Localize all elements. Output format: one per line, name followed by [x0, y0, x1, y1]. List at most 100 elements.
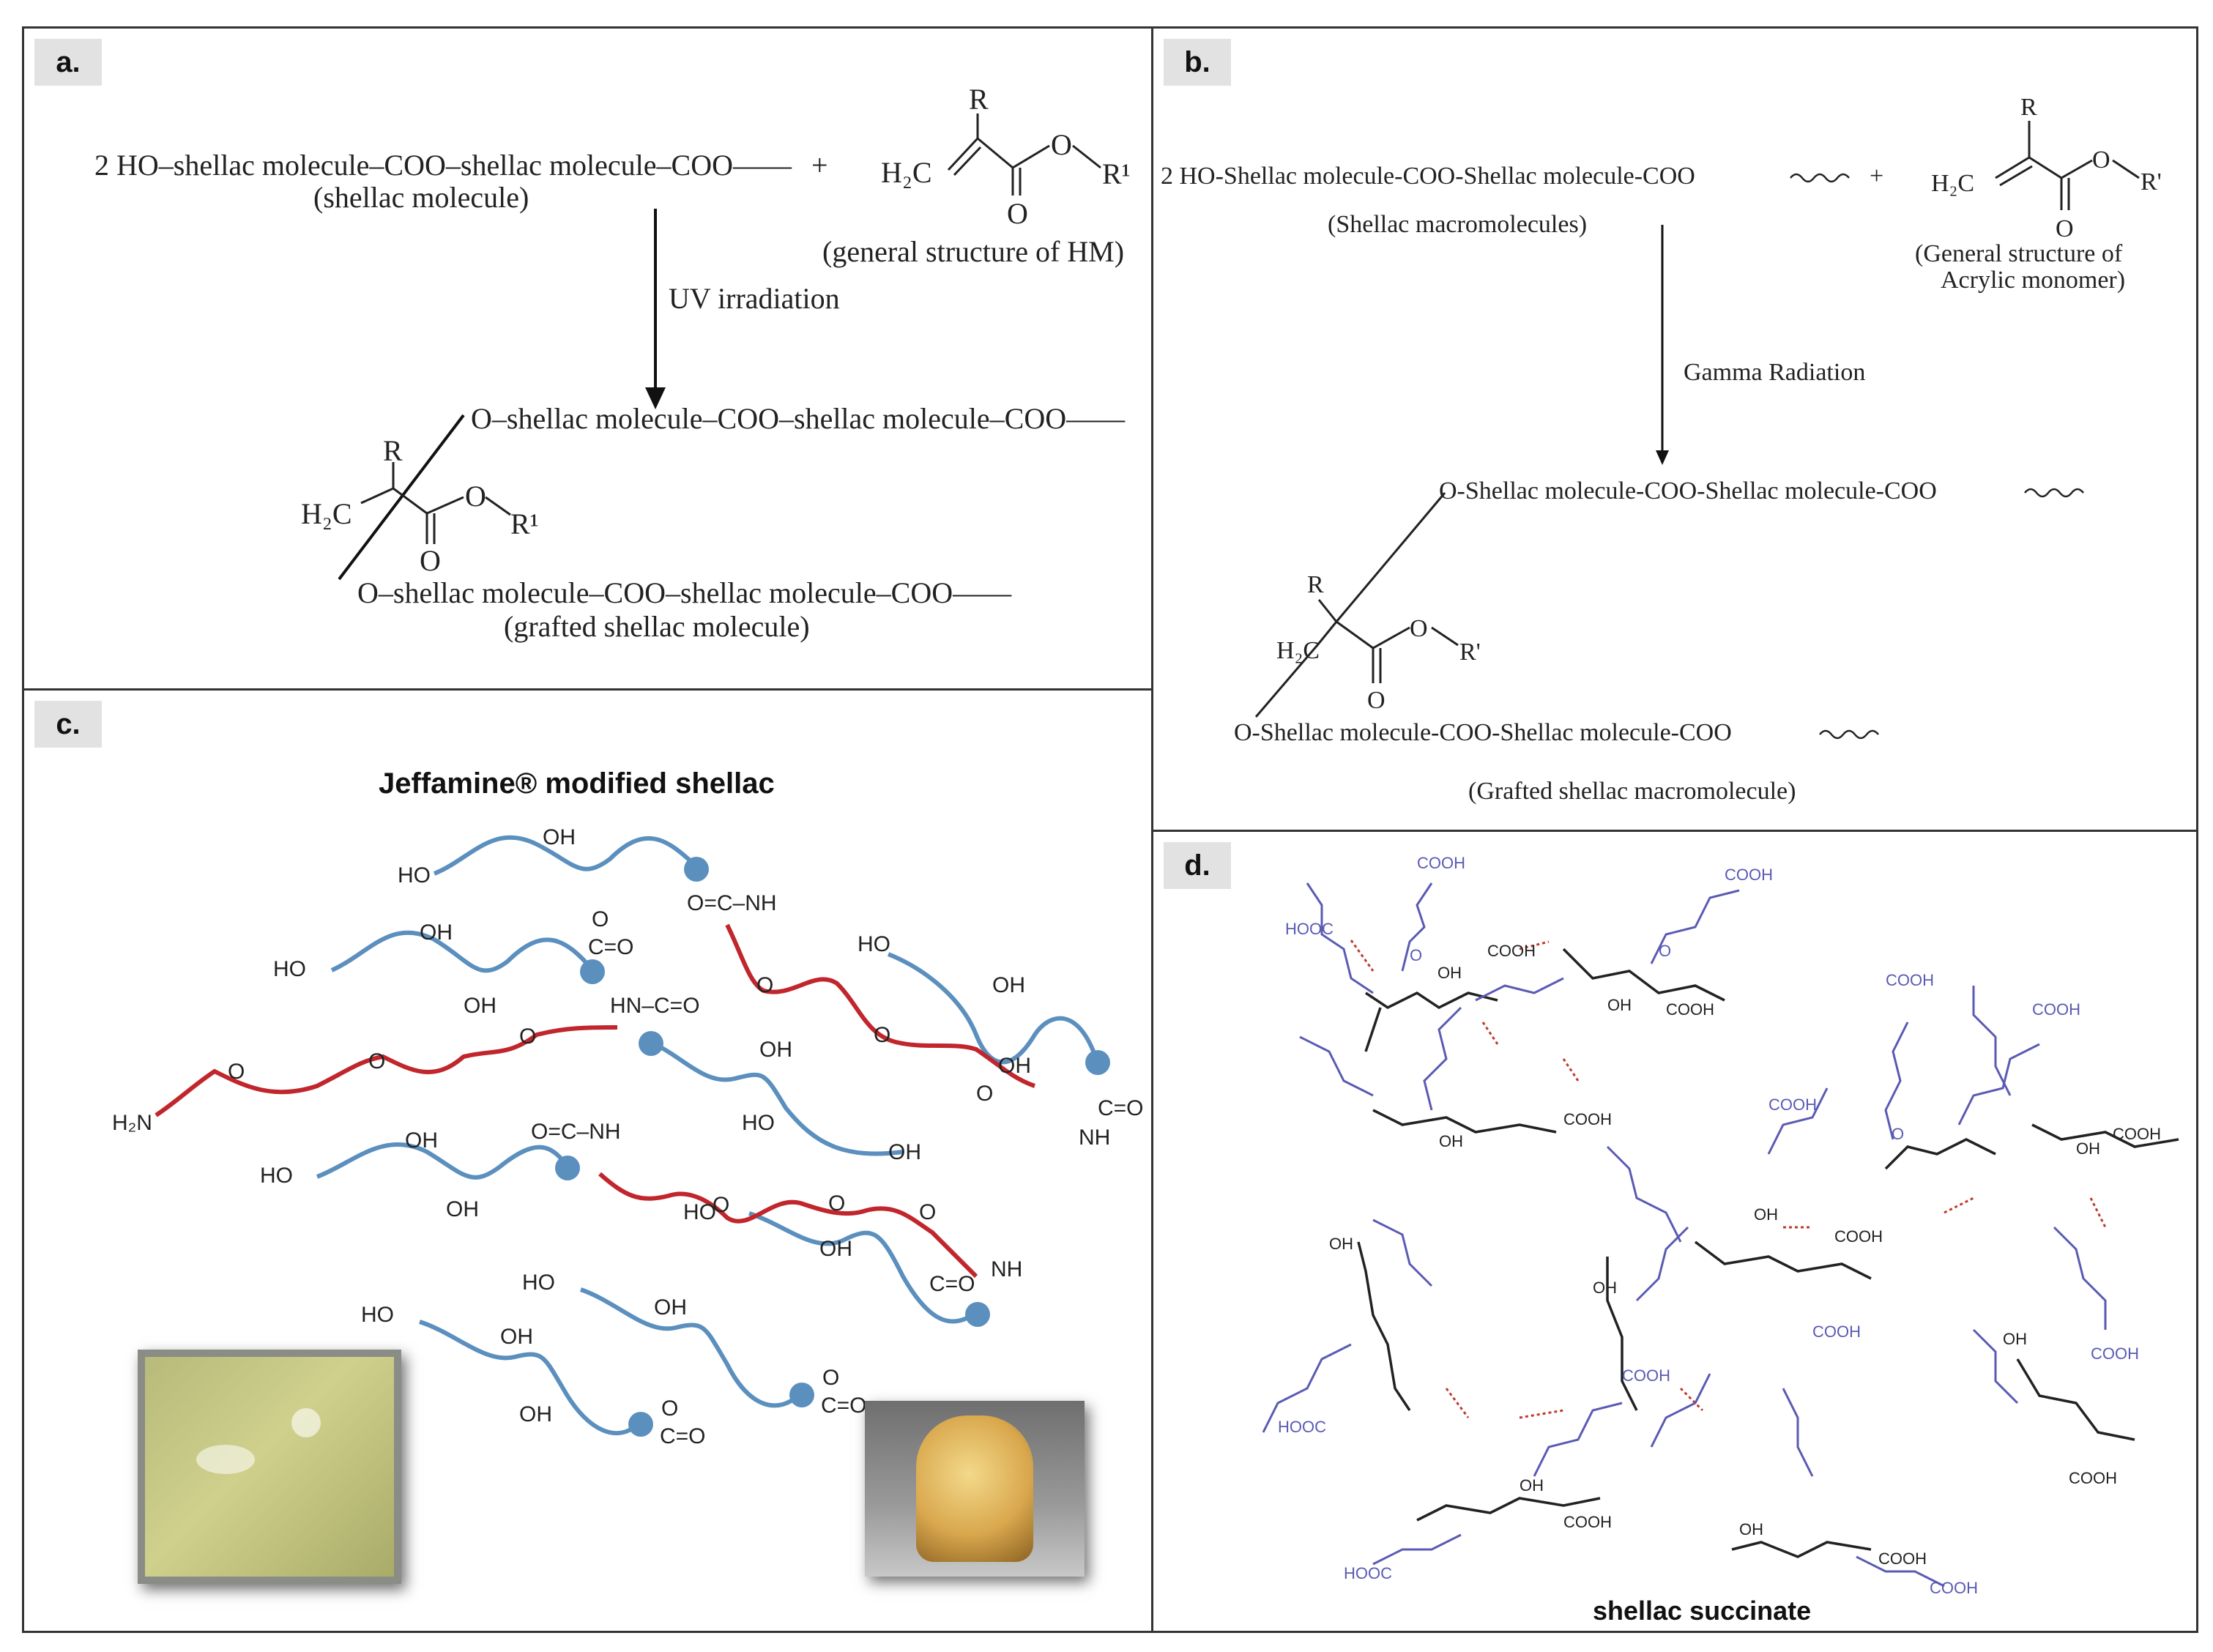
c-nh-2: NH	[991, 1257, 1022, 1281]
c-oh-10: OH	[819, 1237, 852, 1261]
d-cooh-1: COOH	[1487, 942, 1536, 960]
d-arm-cooh-1: COOH	[1417, 854, 1465, 872]
panel-b: b. 2 HO-Shellac molecule-COO-Shellac mol…	[1151, 26, 2198, 832]
graft-atom-o-carbonyl: O	[420, 544, 441, 577]
b-atom-r1: R'	[2141, 168, 2162, 196]
film-reflection-2	[291, 1408, 321, 1437]
b-graft-atom-h2c: H₂C	[1276, 637, 1320, 664]
c-o-9: O	[828, 1191, 845, 1216]
d-cooh-8: COOH	[1878, 1549, 1927, 1568]
b-plus-sign: +	[1870, 163, 1883, 190]
c-o-4: O	[519, 1024, 536, 1049]
panel-b-scheme: 2 HO-Shellac molecule-COO-Shellac molecu…	[1161, 94, 2162, 805]
atom-o-carbonyl: O	[1007, 197, 1028, 230]
d-cooh-2: COOH	[1666, 1000, 1714, 1019]
c-ho-5: HO	[260, 1164, 293, 1188]
product-chain-bottom: O–shellac molecule–COO–shellac molecule–…	[357, 576, 1012, 609]
b-product-caption: (Grafted shellac macromolecule)	[1468, 778, 1796, 805]
d-cooh-3: COOH	[1563, 1110, 1612, 1128]
b-reactant-chain: 2 HO-Shellac molecule-COO-Shellac molecu…	[1161, 163, 1695, 190]
cap-object	[916, 1415, 1033, 1562]
d-cooh-4: COOH	[1834, 1227, 1883, 1246]
b-graft-atom-r1: R'	[1459, 639, 1481, 666]
b-atom-r: R	[2020, 94, 2037, 121]
c-oh-12: OH	[500, 1325, 533, 1349]
reactant-caption: (shellac molecule)	[313, 181, 529, 214]
c-o-eq-c-nh-2: O=C–NH	[531, 1120, 621, 1144]
d-oh-3: OH	[1439, 1132, 1463, 1150]
c-ho-3: HO	[858, 932, 890, 956]
panel-c: c. Jeffamine® modified shellac	[22, 688, 1153, 1633]
shellac-cap-photo	[865, 1401, 1085, 1577]
c-oh-9: OH	[446, 1197, 479, 1221]
d-arm-cooh-7: COOH	[1622, 1366, 1670, 1385]
d-oh-1: OH	[1437, 964, 1462, 982]
panel-b-tag: b.	[1164, 39, 1231, 86]
d-arm-o-2: O	[1659, 942, 1671, 960]
c-c-eq-o-5: C=O	[660, 1424, 706, 1448]
succinate-arms	[1262, 882, 2107, 1588]
d-arm-hooc-2: HOOC	[1344, 1564, 1392, 1582]
panel-a-tag: a.	[34, 39, 102, 86]
b-atom-h2c: H₂C	[1931, 170, 1974, 197]
c-o-6: O	[874, 1023, 890, 1047]
b-grafted-structure	[1254, 492, 1459, 718]
c-oh-6: OH	[759, 1038, 792, 1062]
succinate-backbones	[1357, 948, 2179, 1558]
d-arm-cooh-8: COOH	[1930, 1579, 1978, 1597]
d-oh-9: OH	[1593, 1279, 1617, 1297]
product-caption: (grafted shellac molecule)	[504, 610, 810, 643]
film-reflection	[196, 1445, 255, 1474]
d-cooh-5: COOH	[2113, 1125, 2161, 1143]
d-cooh-6: COOH	[2069, 1469, 2117, 1487]
b-graft-atom-o-ester: O	[1410, 615, 1428, 642]
c-o-1: O	[592, 907, 609, 931]
c-nh-1: NH	[1079, 1125, 1110, 1150]
c-o-7: O	[976, 1082, 993, 1106]
monomer-caption: (general structure of HM)	[822, 235, 1124, 268]
panel-c-title: Jeffamine® modified shellac	[379, 767, 775, 800]
c-c-eq-o-4: C=O	[821, 1394, 867, 1418]
c-ho-1: HO	[398, 863, 431, 888]
d-oh-8: OH	[1329, 1235, 1353, 1253]
c-o-10: O	[919, 1200, 936, 1224]
c-ho-6: HO	[683, 1200, 716, 1224]
c-oh-8: OH	[405, 1128, 438, 1153]
graft-atom-o-ester: O	[465, 480, 486, 513]
jeffamine-chains	[155, 923, 1035, 1279]
c-c-eq-o-2: C=O	[1098, 1096, 1144, 1120]
b-atom-o-carbonyl: O	[2056, 215, 2074, 242]
c-ho-8: HO	[361, 1303, 394, 1327]
d-arm-cooh-6: COOH	[2091, 1344, 2139, 1363]
arrow-label: UV irradiation	[669, 282, 840, 315]
atom-r1: R¹	[1102, 157, 1131, 190]
b-product-chain-top: O-Shellac molecule-COO-Shellac molecule-…	[1439, 477, 1937, 505]
reactant-chain: 2 HO–shellac molecule–COO–shellac molecu…	[94, 149, 792, 182]
panel-c-scheme: Jeffamine® modified shellac	[112, 767, 1144, 1448]
c-oh-13: OH	[519, 1402, 552, 1426]
product-chain-top: O–shellac molecule–COO–shellac molecule–…	[471, 402, 1126, 435]
b-arrow-label: Gamma Radiation	[1684, 359, 1865, 386]
panel-a-scheme: 2 HO–shellac molecule–COO–shellac molecu…	[94, 83, 1131, 643]
b-product-chain-bottom: O-Shellac molecule-COO-Shellac molecule-…	[1234, 719, 1732, 746]
b-atom-o-ester: O	[2092, 146, 2110, 174]
plus-sign: +	[811, 149, 828, 182]
c-oh-11: OH	[654, 1295, 687, 1320]
c-c-eq-o-1: C=O	[588, 935, 634, 959]
atom-h2c: H₂C	[881, 156, 932, 189]
panel-a: a. 2 HO–shellac molecule–COO–shellac mol…	[22, 26, 1153, 691]
b-monomer-caption-2: Acrylic monomer)	[1941, 267, 2125, 294]
d-oh-6: OH	[2003, 1330, 2027, 1348]
c-o-2: O	[228, 1060, 245, 1084]
c-o-12: O	[661, 1396, 678, 1421]
panel-d: d.	[1151, 830, 2198, 1633]
c-oh-2: OH	[420, 920, 453, 945]
atom-r: R	[969, 83, 989, 116]
c-o-11: O	[822, 1366, 839, 1390]
graft-atom-r1: R¹	[510, 507, 539, 540]
b-monomer-caption-1: (General structure of	[1915, 240, 2123, 267]
shellac-ester-nodes	[555, 857, 1110, 1437]
d-oh-7: OH	[1520, 1476, 1544, 1495]
b-reaction-arrow	[1656, 225, 1669, 465]
d-arm-hooc-3: HOOC	[1285, 920, 1334, 938]
